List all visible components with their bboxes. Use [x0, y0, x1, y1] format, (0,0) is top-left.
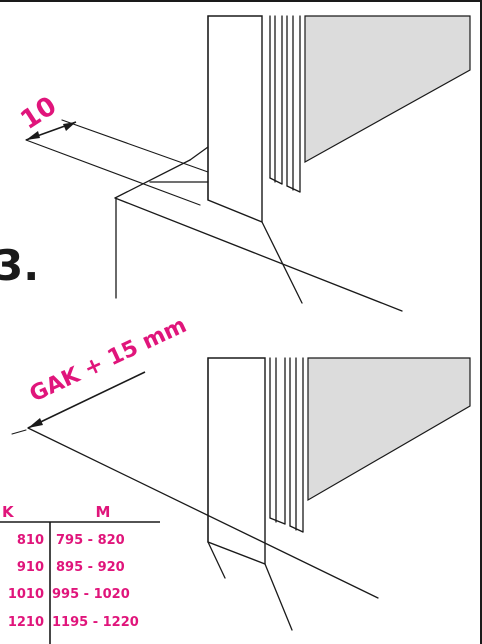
bottom-glass-panel: [307, 357, 471, 502]
top-arrow-right: [63, 122, 76, 131]
dimension-label-gak: GAK + 15 mm: [26, 313, 191, 408]
bottom-frame-base: [289, 525, 304, 533]
bottom-arrow-left: [28, 418, 43, 428]
table-cell-k: 1210: [8, 615, 44, 630]
bottom-frame-base: [269, 517, 286, 525]
bottom-wall-post: [207, 357, 266, 566]
step-number: 3.: [0, 241, 39, 290]
top-floor-line: [261, 221, 303, 304]
top-extension-line: [61, 119, 209, 173]
table-header-m: M: [96, 503, 111, 521]
top-illustration: [25, 15, 471, 312]
bottom-floor-line: [207, 541, 226, 579]
top-frame-base: [286, 185, 301, 193]
bottom-floor-line: [27, 427, 379, 599]
bottom-floor-line: [264, 563, 293, 631]
top-frame-base: [269, 177, 283, 185]
top-glass-panel: [304, 15, 471, 164]
table-header-k: K: [2, 503, 15, 521]
table-cell-k: 910: [17, 560, 44, 575]
table-cell-m: 895 - 920: [56, 560, 125, 575]
top-floor-line: [189, 146, 209, 161]
size-table: K M 810 795 - 820 910 895 - 920 1010 995…: [0, 503, 160, 644]
top-floor-line: [114, 159, 191, 199]
table-cell-m: 995 - 1020: [52, 587, 130, 602]
table-cell-m: 1195 - 1220: [52, 615, 139, 630]
top-extension-line: [25, 139, 201, 206]
table-cell-m: 795 - 820: [56, 533, 125, 548]
table-cell-k: 810: [17, 533, 44, 548]
top-wall-post: [207, 15, 263, 224]
top-arrow-left: [26, 131, 40, 140]
top-floor-line: [114, 197, 403, 312]
bottom-dimension-line: [27, 371, 146, 429]
bottom-extension-line: [11, 429, 27, 435]
bottom-illustration: [11, 357, 471, 631]
table-cell-k: 1010: [8, 587, 44, 602]
